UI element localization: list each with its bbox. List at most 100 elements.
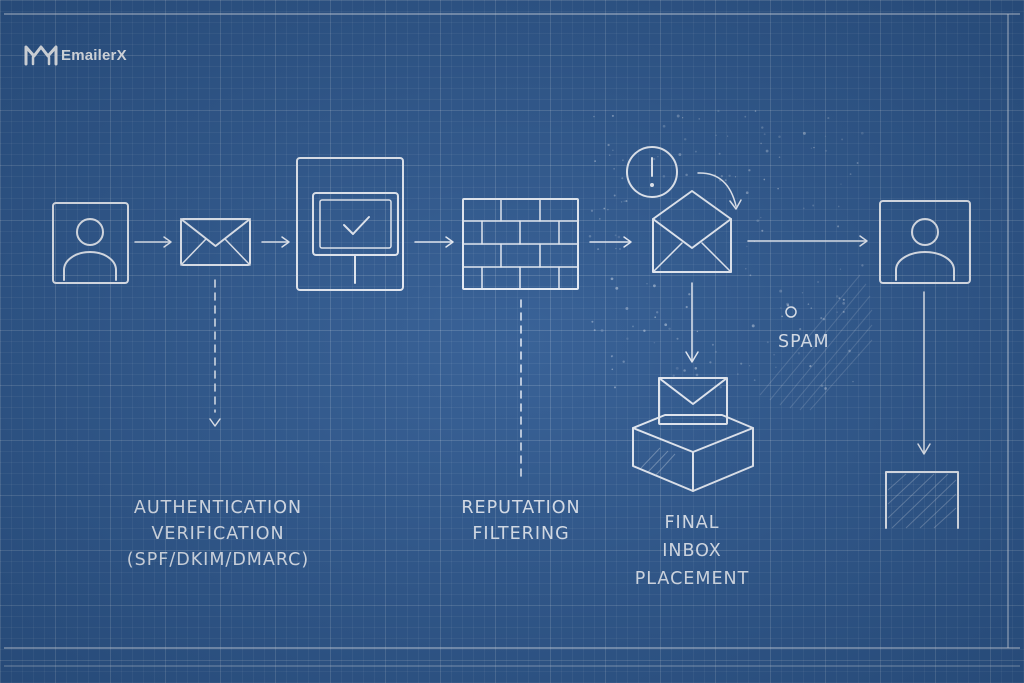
noise-dot <box>842 310 845 313</box>
noise-dot <box>599 218 601 220</box>
noise-dot <box>842 298 845 301</box>
noise-dot <box>623 200 625 202</box>
alert-icon <box>626 146 678 198</box>
noise-dot <box>838 297 841 300</box>
noise-dot <box>781 315 783 318</box>
noise-dot <box>813 146 815 149</box>
noise-dot <box>662 175 666 178</box>
authentication-line-2: VERIFICATION <box>151 524 285 544</box>
noise-dot <box>737 373 739 375</box>
noise-dot <box>607 143 610 147</box>
noise-dot <box>766 341 769 344</box>
noise-dot <box>824 135 827 138</box>
noise-dot <box>835 295 839 298</box>
noise-dot <box>810 307 813 310</box>
noise-dot <box>802 207 805 210</box>
open-envelope-icon <box>652 190 732 273</box>
noise-dot <box>696 330 699 333</box>
noise-dot <box>609 154 611 156</box>
sender-user-icon <box>52 202 129 284</box>
envelope-icon <box>180 218 251 266</box>
noise-dot <box>715 350 717 353</box>
noise-dot <box>698 118 700 120</box>
monitor-check-icon <box>296 157 404 291</box>
noise-dot <box>678 153 682 157</box>
noise-dot <box>615 286 619 290</box>
noise-dot <box>718 152 721 155</box>
noise-dot <box>745 191 749 195</box>
noise-dot <box>753 379 756 381</box>
noise-dot <box>749 274 752 277</box>
inbox-arrow <box>685 282 699 363</box>
authentication-label: AUTHENTICATION VERIFICATION (SPF/DKIM/DM… <box>118 495 318 573</box>
inbox-line-1: FINAL <box>664 513 720 533</box>
noise-dot <box>594 160 596 162</box>
noise-dot <box>657 155 659 158</box>
noise-dot <box>745 268 747 270</box>
noise-dot <box>841 138 844 141</box>
noise-dot <box>615 247 617 250</box>
noise-dot <box>837 225 840 228</box>
noise-dot <box>836 311 838 313</box>
reputation-line-2: FILTERING <box>472 524 570 544</box>
noise-dot <box>848 349 851 353</box>
reputation-line-1: REPUTATION <box>461 498 581 518</box>
noise-dot <box>748 169 751 172</box>
noise-dot <box>695 373 699 377</box>
noise-dot <box>711 343 714 346</box>
flow-arrow-2 <box>261 236 290 248</box>
noise-dot <box>807 303 810 305</box>
noise-dot <box>744 115 747 118</box>
noise-dot <box>593 115 595 118</box>
noise-dot <box>715 134 717 136</box>
brand: EmailerX <box>24 44 127 66</box>
noise-dot <box>588 234 592 238</box>
noise-dot <box>719 386 722 389</box>
noise-dot <box>683 369 686 372</box>
auth-dashed-connector <box>209 279 221 427</box>
noise-dot <box>756 219 760 223</box>
noise-dot <box>860 131 864 135</box>
noise-dot <box>611 368 614 371</box>
noise-dot <box>773 353 775 356</box>
noise-dot <box>643 329 646 333</box>
flow-arrow-5 <box>747 235 868 247</box>
noise-dot <box>839 268 842 270</box>
noise-dot <box>748 365 751 367</box>
noise-dot <box>694 367 698 370</box>
noise-dot <box>683 138 687 141</box>
m-logo-icon <box>24 45 58 66</box>
noise-dot <box>621 159 624 162</box>
noise-dot <box>812 204 815 207</box>
noise-dot <box>676 337 679 340</box>
noise-dot <box>681 117 684 119</box>
noise-dot <box>827 117 830 120</box>
noise-dot <box>720 174 723 178</box>
noise-dot <box>625 307 629 310</box>
noise-dot <box>724 179 727 182</box>
noise-dot <box>621 177 624 180</box>
noise-dot <box>861 264 864 267</box>
noise-dot <box>822 317 826 321</box>
authentication-line-1: AUTHENTICATION <box>133 498 303 518</box>
flow-arrow-4 <box>589 236 632 248</box>
spam-label: SPAM <box>778 332 830 352</box>
noise-dot <box>632 325 634 328</box>
noise-dot <box>688 293 691 296</box>
noise-dot <box>591 320 594 323</box>
noise-dot <box>779 289 783 293</box>
noise-dot <box>780 307 782 309</box>
noise-dot <box>610 356 613 358</box>
noise-dot <box>842 302 846 305</box>
noise-dot <box>675 366 679 370</box>
noise-dot <box>858 354 860 356</box>
noise-dot <box>607 208 609 211</box>
noise-dot <box>825 149 828 152</box>
spam-box-icon <box>885 471 959 529</box>
noise-dot <box>593 329 596 332</box>
noise-dot <box>685 305 688 309</box>
spam-marker <box>785 306 797 318</box>
noise-dot <box>777 187 779 190</box>
noise-dot <box>778 156 781 158</box>
